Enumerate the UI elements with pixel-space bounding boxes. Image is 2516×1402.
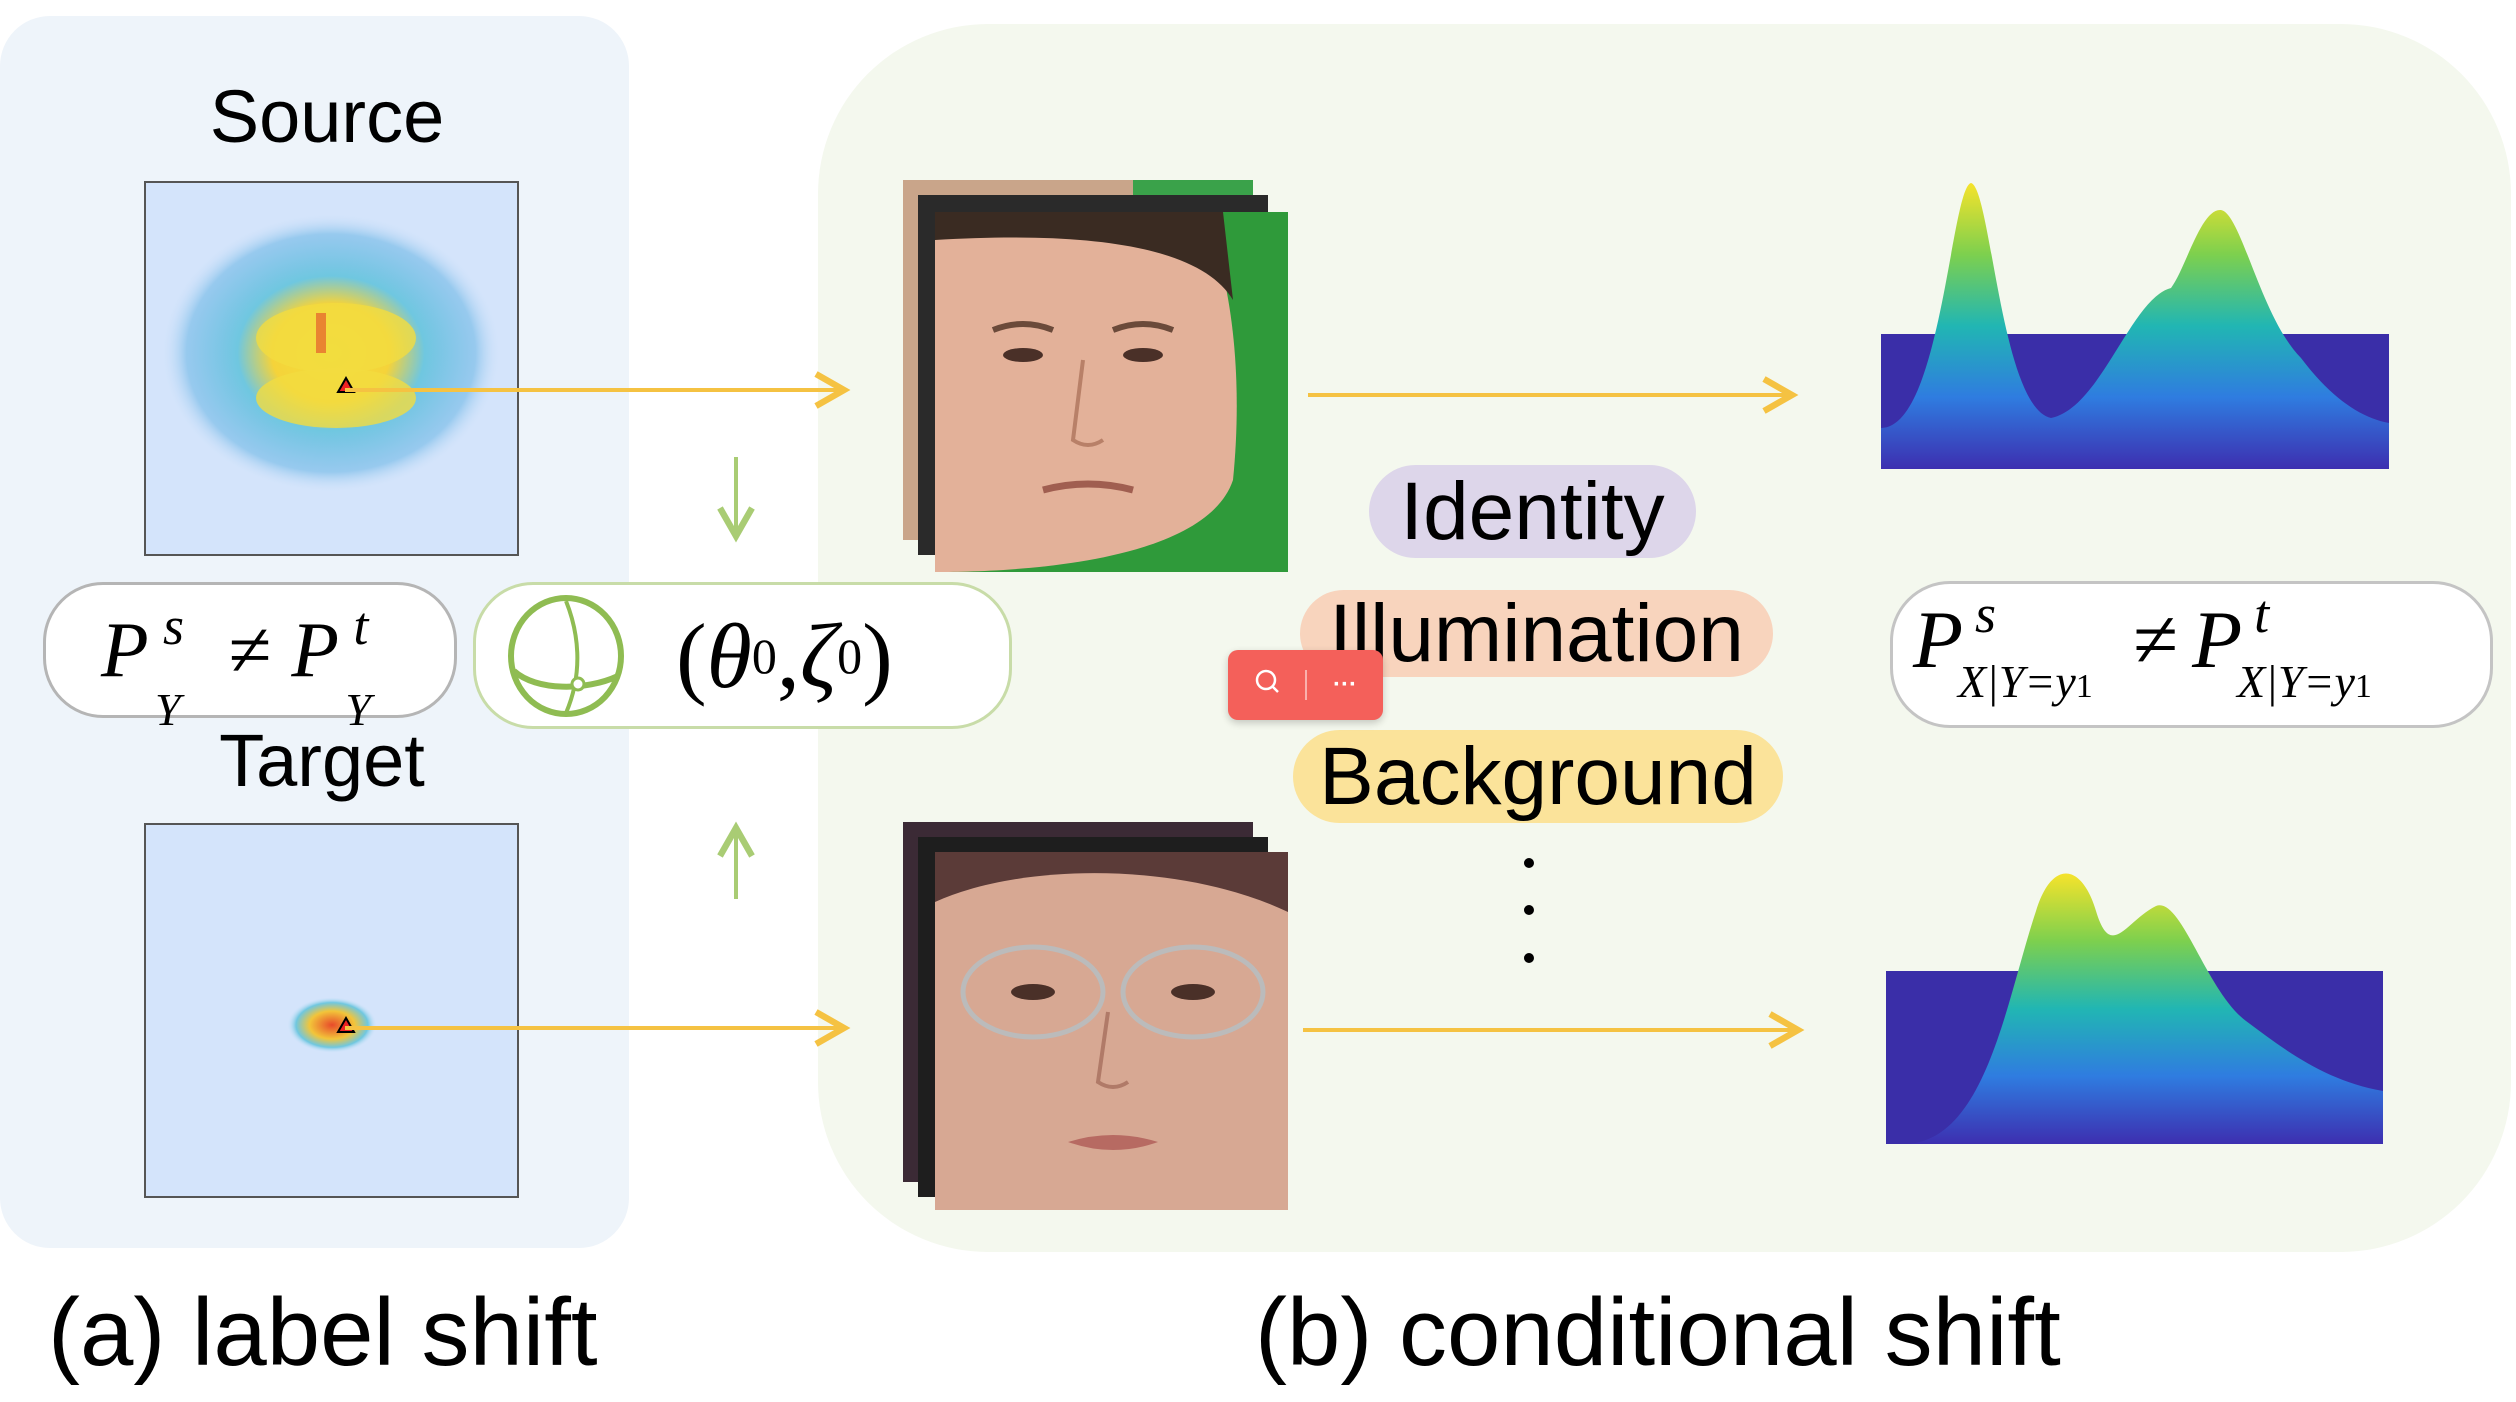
formula-sup: s bbox=[1975, 583, 1997, 644]
factor-identity: Identity bbox=[1369, 465, 1696, 558]
zeta-sub: 0 bbox=[837, 627, 863, 684]
ellipsis-dot bbox=[1524, 905, 1534, 915]
paren-close: ) bbox=[862, 604, 893, 707]
source-title: Source bbox=[209, 75, 445, 158]
formula-neq: ≠ bbox=[228, 606, 272, 693]
formula-sub: X|Y=y bbox=[1958, 655, 2076, 707]
zeta-symbol: ζ bbox=[799, 604, 838, 707]
ellipsis-dot bbox=[1524, 858, 1534, 868]
floating-toolbar: ··· bbox=[1228, 650, 1383, 720]
paren-open: ( bbox=[676, 604, 707, 707]
source-scatter-plot bbox=[144, 181, 519, 556]
caption-label-shift: (a) label shift bbox=[48, 1279, 598, 1386]
formula-sub: X|Y=y bbox=[2237, 655, 2355, 707]
theta-sub: 0 bbox=[751, 627, 777, 684]
more-button[interactable]: ··· bbox=[1333, 671, 1357, 698]
theta-symbol: θ bbox=[706, 604, 752, 707]
formula-sub: Y bbox=[154, 684, 181, 735]
formula-sup: t bbox=[2254, 583, 2270, 644]
formula-sub-index: 1 bbox=[2354, 667, 2372, 705]
formula-sup: s bbox=[162, 596, 184, 656]
formula-symbol: P bbox=[291, 606, 340, 693]
target-scatter-plot bbox=[144, 823, 519, 1198]
source-conditional-distribution bbox=[1881, 183, 2389, 469]
toolbar-divider bbox=[1305, 670, 1307, 700]
comma: , bbox=[776, 604, 800, 707]
search-icon[interactable] bbox=[1228, 667, 1305, 703]
target-face-image bbox=[903, 822, 1288, 1210]
factor-background: Background bbox=[1293, 730, 1783, 823]
target-conditional-distribution bbox=[1886, 873, 2383, 1144]
formula-symbol: P bbox=[1913, 593, 1964, 685]
formula-symbol: P bbox=[100, 606, 149, 693]
target-title: Target bbox=[219, 719, 425, 802]
caption-conditional-shift: (b) conditional shift bbox=[1255, 1279, 2061, 1386]
factor-illumination: Illumination bbox=[1300, 588, 1773, 679]
ellipsis-dot bbox=[1524, 953, 1534, 963]
sphere-icon bbox=[508, 594, 624, 717]
source-face-image bbox=[903, 180, 1288, 572]
formula-sup: t bbox=[353, 596, 369, 656]
formula-symbol: P bbox=[2192, 593, 2243, 685]
formula-neq: ≠ bbox=[2133, 593, 2179, 685]
formula-sub: Y bbox=[345, 684, 371, 735]
formula-sub-index: 1 bbox=[2075, 667, 2093, 705]
